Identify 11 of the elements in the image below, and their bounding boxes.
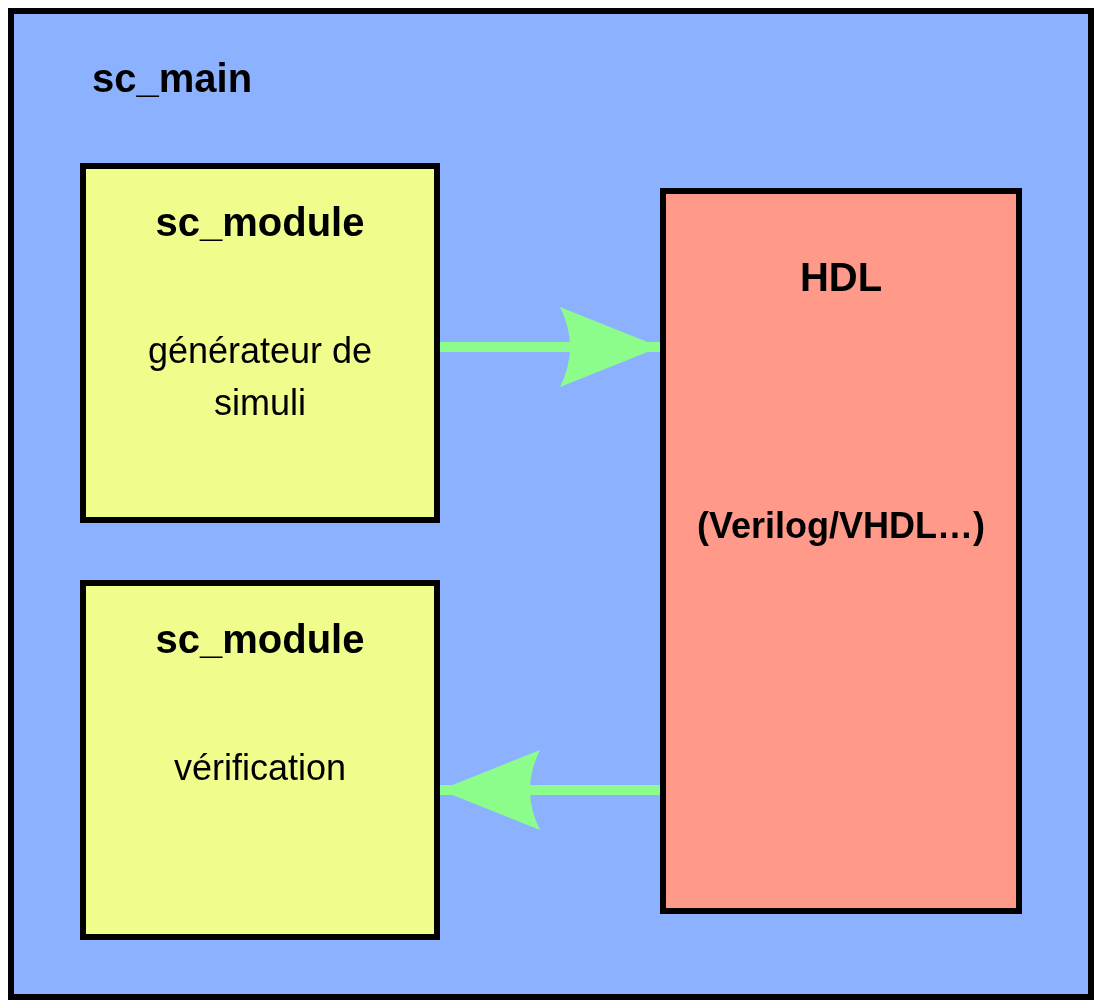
module-box	[80, 580, 440, 940]
module-description: vérification	[173, 746, 347, 790]
module-box	[660, 188, 1022, 914]
module-description: (Verilog/VHDL…)	[697, 504, 985, 548]
module-box	[80, 163, 440, 523]
module-title: sc_module	[155, 616, 365, 663]
module-title: HDL	[799, 254, 883, 301]
module-title: sc_module	[155, 199, 365, 246]
container-box	[8, 8, 1094, 1000]
module-description: générateur de simuli	[146, 329, 374, 425]
container-title: sc_main	[92, 58, 253, 98]
